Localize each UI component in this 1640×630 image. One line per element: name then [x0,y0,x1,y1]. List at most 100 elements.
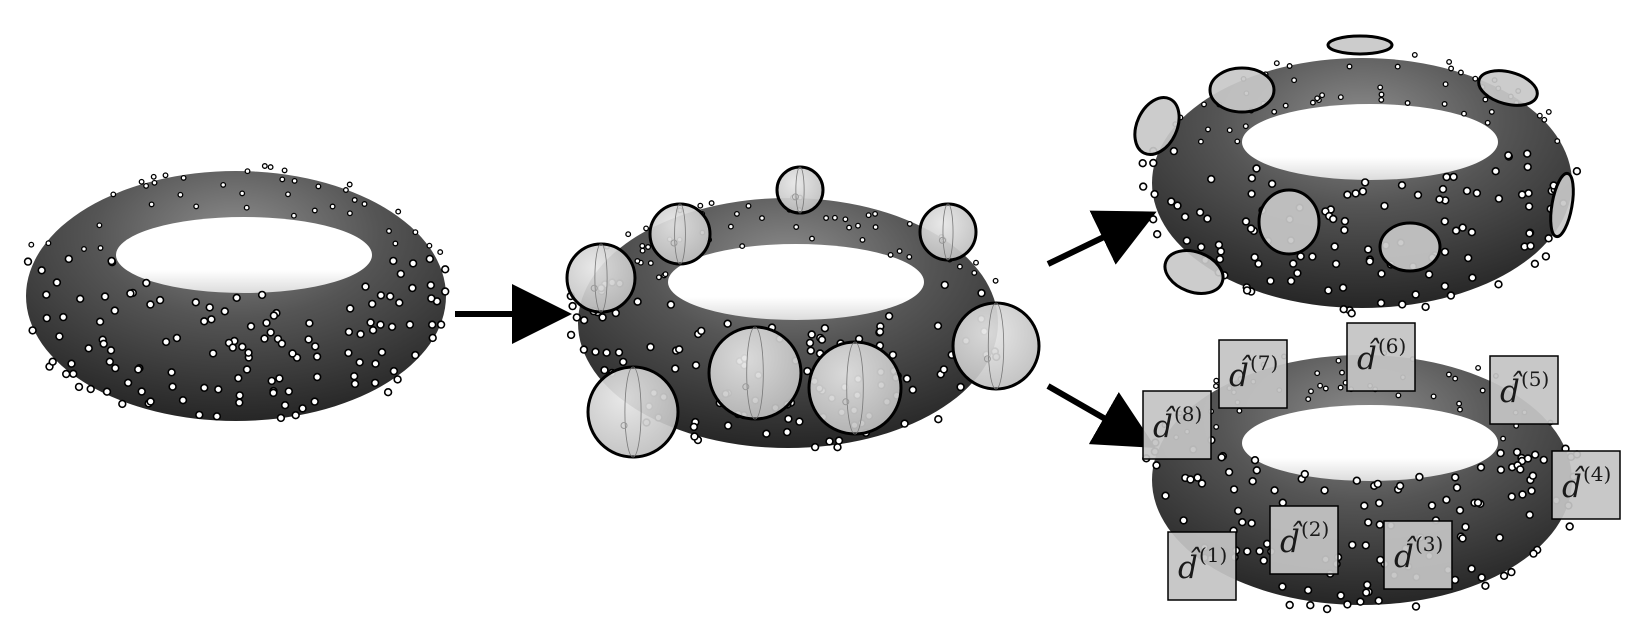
sample-point [393,375,402,384]
sample-point [178,396,188,405]
sample-point [1267,179,1277,189]
sample-point [1224,467,1234,477]
sample-point [1322,604,1332,614]
sample-point [1215,255,1225,264]
sample-point [1495,533,1504,542]
sample-point [329,203,336,210]
sample-point [1455,506,1465,515]
sample-point [235,391,244,400]
sample-point [823,215,830,221]
sample-point [1378,91,1385,98]
sample-point [1361,541,1371,550]
sample-point [288,349,297,358]
dimension-estimate-label: d̂ [1178,545,1201,586]
sample-point [1536,112,1543,119]
dimension-box: d̂(3) [1383,520,1453,590]
sample-point [872,210,879,217]
local-ellipse [1208,66,1276,114]
sample-point [1360,501,1369,510]
sample-point [428,320,437,329]
sample-point [42,290,51,299]
sample-point [426,281,435,290]
sample-point [1539,455,1549,465]
sample-point [1517,190,1527,199]
sample-point [148,201,155,208]
sample-point [1430,393,1437,400]
sample-point [1242,286,1252,295]
sample-point [275,374,284,383]
sample-point [579,316,589,325]
sample-point [1516,465,1525,474]
sample-point [191,298,201,307]
sample-point [1226,127,1233,134]
sample-point [956,263,963,270]
sample-point [1484,119,1491,126]
sample-point [643,225,650,232]
sample-point [150,173,157,180]
sample-points-1 [23,163,450,423]
sample-point [1473,498,1483,507]
dimension-box: d̂(8) [1142,390,1212,460]
sample-point [84,344,93,353]
sample-point [1373,479,1383,489]
covering-ball [707,325,803,421]
sample-point [825,437,834,446]
sample-point [900,419,909,428]
sample-point [1442,81,1449,88]
sample-point [992,277,999,284]
sample-point [1343,600,1352,609]
sample-point [1446,58,1453,65]
sample-point [1395,481,1405,490]
sample-point [733,210,740,217]
sample-point [1435,195,1444,204]
sample-point [908,385,917,394]
sample-point [110,306,120,315]
dimension-estimate-label: d̂ [1394,534,1417,575]
sample-point [368,299,377,309]
dimension-estimate-label: d̂ [1562,464,1585,505]
sample-point [1518,490,1527,499]
sample-point [1458,534,1467,543]
sample-point [1340,225,1349,235]
local-dimension-boxes: d̂(1)d̂(2)d̂(3)d̂(4)d̂(5)d̂(6)d̂(7)d̂(8) [1142,322,1621,601]
sample-point [350,372,359,381]
sample-point [1463,253,1473,263]
sample-point [1452,483,1462,492]
sample-point [1149,158,1158,168]
sample-point [1440,281,1450,291]
sample-point [1499,571,1509,580]
sample-point [75,294,85,303]
dimension-estimate-index: (2) [1301,517,1329,541]
dimension-estimate-index: (8) [1174,402,1202,426]
sample-point [1507,492,1517,501]
sample-point [262,318,271,328]
dimension-box: d̂(4) [1551,450,1621,520]
sample-point [600,365,609,375]
sample-point [361,201,368,207]
sample-point [261,163,268,169]
sample-point [161,337,171,347]
sample-point [1242,123,1249,130]
sample-point [389,366,399,376]
sample-point [1545,108,1552,115]
sample-point [81,246,87,252]
sample-point [389,256,398,266]
sample-point [361,282,370,291]
sample-point [425,254,434,264]
sample-point [277,339,287,348]
sample-point [64,254,74,264]
sample-point [200,317,209,326]
sample-point [809,235,815,242]
sample-point [933,321,943,330]
sample-point [74,382,84,392]
sample-point [1378,96,1385,103]
sample-point [143,182,150,189]
sample-point [690,432,699,441]
sample-point [1572,167,1582,176]
sample-point [291,177,298,184]
sample-point [232,293,241,302]
sample-point [1374,596,1383,605]
sample-point [155,295,165,305]
sample-point [1166,197,1176,206]
sample-point [639,242,646,249]
